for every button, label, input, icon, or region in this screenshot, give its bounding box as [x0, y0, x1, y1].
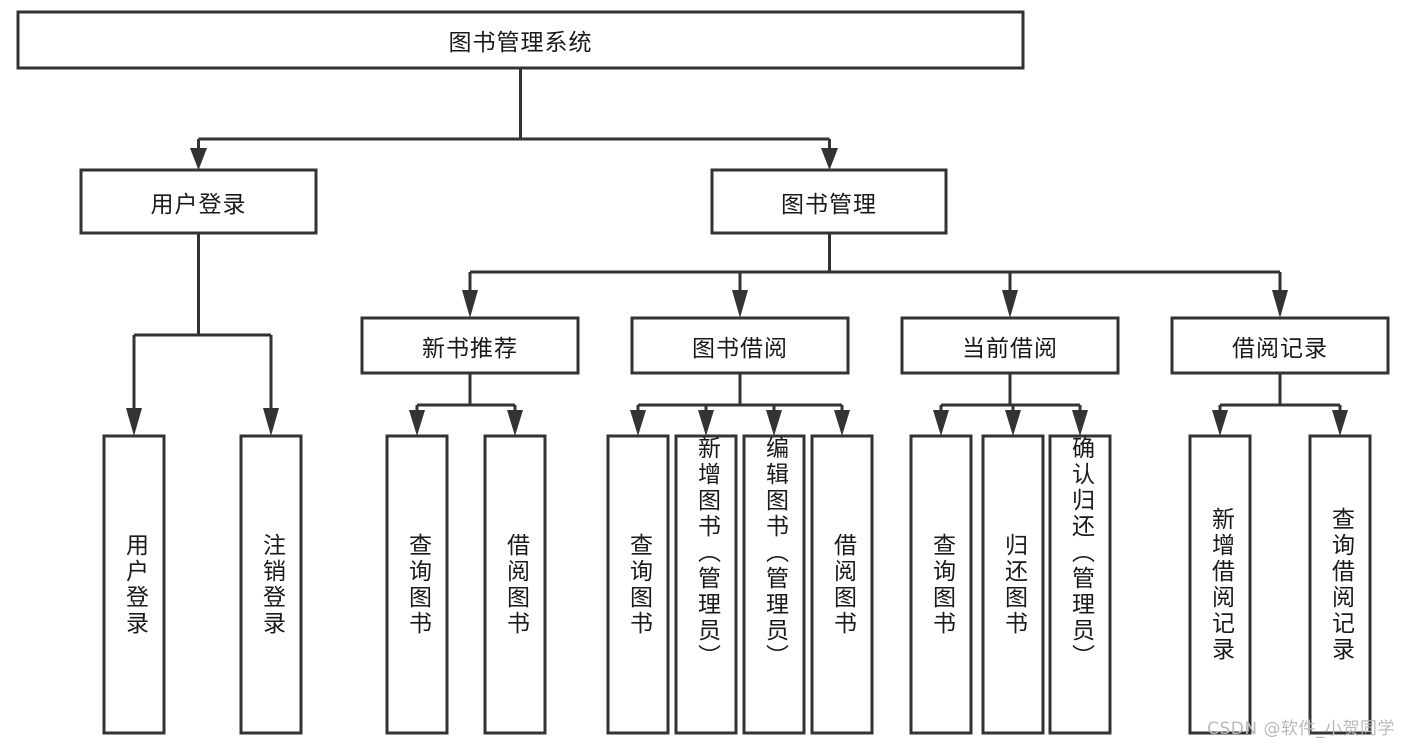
arrow-head-leaf-user-login — [126, 408, 142, 436]
node-book-manage[interactable] — [710, 168, 948, 235]
node-leaf-borrow-book[interactable] — [810, 434, 874, 735]
node-leaf-user-login[interactable] — [102, 434, 166, 735]
connectors-new-book-recommend-to-leaves — [409, 373, 523, 436]
node-root[interactable] — [16, 10, 1025, 70]
node-leaf-user-logout[interactable] — [239, 434, 303, 735]
arrow-head-leaf-query-book-cur — [933, 410, 949, 436]
arrow-head-leaf-query-book-rec — [409, 410, 425, 436]
arrow-head-leaf-edit-book — [766, 410, 782, 436]
arrow-head-leaf-confirm-return — [1072, 410, 1088, 436]
node-leaf-query-book-cur[interactable] — [909, 434, 973, 735]
arrow-head-leaf-query-record — [1332, 410, 1348, 436]
node-book-borrow[interactable] — [630, 316, 850, 375]
arrow-head-book-manage — [821, 148, 838, 170]
arrow-head-book-borrow — [732, 290, 748, 318]
node-leaf-add-record[interactable] — [1188, 434, 1252, 735]
connectors-book-manage-to-level3 — [462, 233, 1288, 318]
node-leaf-return-book[interactable] — [981, 434, 1045, 735]
node-current-borrow[interactable] — [900, 316, 1120, 375]
arrow-head-leaf-add-book — [698, 410, 714, 436]
connectors-user-login-to-leaves — [126, 233, 279, 436]
node-leaf-add-book[interactable] — [674, 434, 738, 735]
arrow-head-leaf-query-book-borrow — [630, 410, 646, 436]
connectors-book-borrow-to-leaves — [630, 373, 850, 436]
connectors-borrow-record-to-leaves — [1212, 373, 1348, 436]
arrow-head-new-book-recommend — [462, 290, 478, 318]
node-borrow-record[interactable] — [1170, 316, 1390, 375]
arrow-head-borrow-record — [1272, 290, 1288, 318]
node-leaf-edit-book[interactable] — [742, 434, 806, 735]
node-leaf-query-record[interactable] — [1308, 434, 1372, 735]
arrow-head-leaf-add-record — [1212, 410, 1228, 436]
node-leaf-borrow-book-rec[interactable] — [483, 434, 547, 735]
node-leaf-query-book-rec[interactable] — [385, 434, 449, 735]
arrow-head-user-login — [190, 148, 207, 170]
arrow-head-leaf-borrow-book — [834, 410, 850, 436]
connectors-current-borrow-to-leaves — [933, 373, 1088, 436]
arrow-head-leaf-return-book — [1005, 410, 1021, 436]
arrow-head-current-borrow — [1002, 290, 1018, 318]
node-new-book-recommend[interactable] — [360, 316, 580, 375]
arrow-head-leaf-user-logout — [263, 408, 279, 436]
node-user-login[interactable] — [79, 168, 318, 235]
node-leaf-confirm-return[interactable] — [1048, 434, 1112, 735]
connectors-root-to-level2 — [190, 68, 838, 170]
arrow-head-leaf-borrow-book-rec — [507, 410, 523, 436]
node-leaf-query-book-borrow[interactable] — [606, 434, 670, 735]
